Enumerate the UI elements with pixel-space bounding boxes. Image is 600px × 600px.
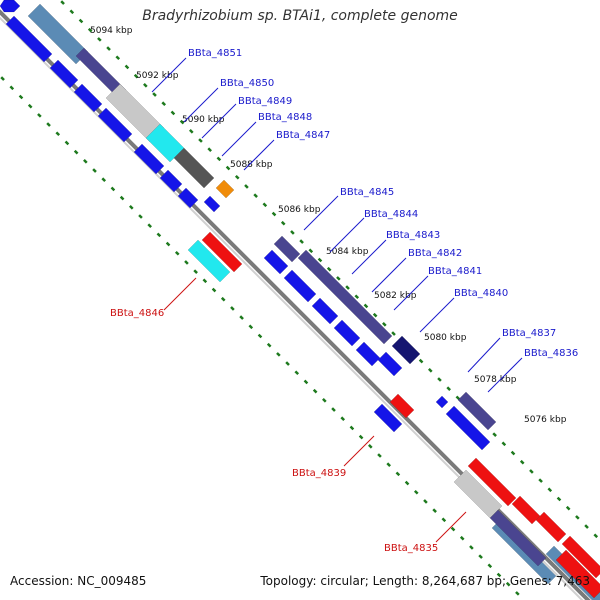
gene-label[interactable]: BBta_4848: [258, 112, 312, 123]
cds-arrow-reverse[interactable]: [511, 495, 541, 525]
cds-arrow[interactable]: [49, 59, 79, 89]
cds-arrow-reverse[interactable]: [561, 535, 600, 579]
cds-steel-blue[interactable]: [27, 3, 89, 65]
gene-label[interactable]: BBta_4842: [408, 248, 462, 259]
gene-label[interactable]: BBta_4843: [386, 230, 440, 241]
cds-arrow[interactable]: [435, 395, 449, 409]
cds-dark-purple[interactable]: [273, 235, 301, 263]
cds-arrow-reverse[interactable]: [201, 231, 243, 273]
tick-label: 5090 kbp: [182, 115, 225, 125]
cds-navy[interactable]: [391, 335, 421, 365]
cds-arrow[interactable]: [203, 195, 221, 213]
gene-label[interactable]: BBta_4846: [110, 308, 164, 319]
cds-dark-purple[interactable]: [297, 249, 393, 345]
cds-arrow[interactable]: [373, 403, 403, 433]
cds-arrow[interactable]: [177, 187, 199, 209]
gene-label[interactable]: BBta_4850: [220, 78, 274, 89]
cds-dark-gray[interactable]: [173, 147, 215, 189]
tick-label: 5078 kbp: [474, 375, 517, 385]
cds-arrow[interactable]: [333, 319, 361, 347]
leader-lines: [151, 57, 523, 543]
cds-orange[interactable]: [215, 179, 235, 199]
tick-label: 5080 kbp: [424, 333, 467, 343]
cds-arrow[interactable]: [283, 269, 317, 303]
gc-track-outer: [58, 0, 600, 542]
gene-label[interactable]: BBta_4845: [340, 187, 394, 198]
gene-label[interactable]: BBta_4839: [292, 468, 346, 479]
tick-label: 5094 kbp: [90, 26, 133, 36]
reverse-cds-track: [187, 231, 600, 599]
cds-arrow[interactable]: [311, 297, 339, 325]
gene-label[interactable]: BBta_4844: [364, 209, 418, 220]
accession-text: Accession: NC_009485: [10, 574, 147, 588]
cds-arrow-reverse[interactable]: [467, 457, 517, 507]
gene-label[interactable]: BBta_4841: [428, 266, 482, 277]
cds-arrow[interactable]: [355, 341, 381, 367]
gene-label[interactable]: BBta_4849: [238, 96, 292, 107]
gc-track-inner: [0, 74, 526, 600]
cds-cyan[interactable]: [187, 239, 231, 283]
cds-arrow[interactable]: [263, 249, 289, 275]
gene-label[interactable]: BBta_4836: [524, 348, 578, 359]
cds-cyan[interactable]: [145, 123, 185, 163]
tick-label: 5086 kbp: [278, 205, 321, 215]
tick-label: 5076 kbp: [524, 415, 567, 425]
gene-label[interactable]: BBta_4837: [502, 328, 556, 339]
cds-arrow-reverse[interactable]: [535, 511, 567, 543]
tick-labels: 5094 kbp 5092 kbp 5090 kbp 5088 kbp 5086…: [90, 26, 567, 425]
genome-title: Bradyrhizobium sp. BTAi1, complete genom…: [142, 8, 458, 24]
gene-label[interactable]: BBta_4847: [276, 130, 330, 141]
cds-dark-purple[interactable]: [457, 391, 497, 431]
cds-arrow-reverse[interactable]: [555, 549, 600, 599]
cds-arrow[interactable]: [0, 0, 21, 13]
cds-dark-purple[interactable]: [489, 509, 547, 567]
cds-arrow[interactable]: [97, 107, 133, 143]
cds-arrow[interactable]: [159, 169, 183, 193]
cds-arrow[interactable]: [73, 83, 103, 113]
genome-summary-text: Topology: circular; Length: 8,264,687 bp…: [260, 574, 590, 588]
cds-arrow[interactable]: [133, 143, 165, 175]
cds-arrow[interactable]: [5, 15, 53, 63]
gene-label[interactable]: BBta_4851: [188, 48, 242, 59]
gene-label[interactable]: BBta_4840: [454, 288, 508, 299]
tick-label: 5084 kbp: [326, 247, 369, 257]
cds-arrow[interactable]: [377, 351, 403, 377]
tick-label: 5088 kbp: [230, 160, 273, 170]
gene-label[interactable]: BBta_4835: [384, 543, 438, 554]
cds-arrow-reverse[interactable]: [389, 393, 415, 419]
gene-labels: BBta_4851 BBta_4850 BBta_4849 BBta_4848 …: [110, 48, 578, 554]
cds-arrow[interactable]: [445, 405, 491, 451]
tick-label: 5092 kbp: [136, 71, 179, 81]
tick-label: 5082 kbp: [374, 291, 417, 301]
